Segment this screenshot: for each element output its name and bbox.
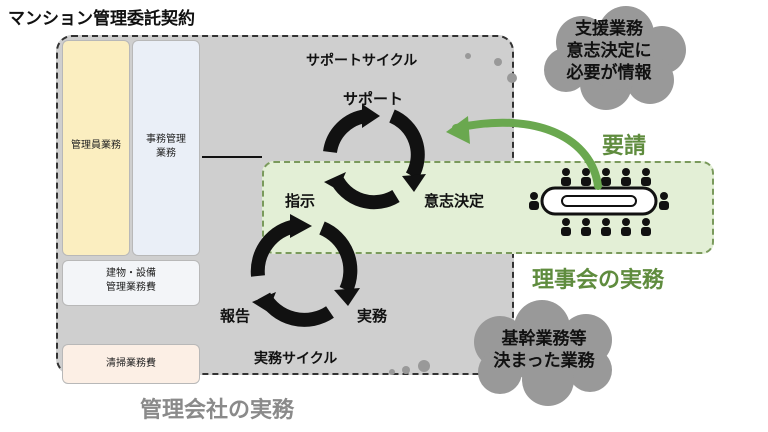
cloud-top-text: 支援業務 意志決定に 必要が情報 (542, 18, 676, 84)
request-label: 要請 (602, 134, 647, 159)
duty-admin-box: 事務管理 業務 (132, 40, 200, 256)
cycle-label-support: サポート (343, 90, 404, 108)
cloud-top-shape (465, 6, 686, 110)
duty-manager-box: 管理員業務 (62, 40, 130, 256)
cloud-bottom-line1: 基幹業務等 (501, 329, 587, 349)
duty-building-label-line1: 建物・設備 (106, 268, 156, 279)
duty-building-box: 建物・設備 管理業務費 (62, 260, 200, 306)
duty-building-label-line2: 管理業務費 (106, 281, 156, 293)
duty-admin-label-line1: 事務管理 (146, 134, 186, 145)
cycle-label-decide: 意志決定 (424, 192, 485, 210)
duty-admin-label-line2: 業務 (156, 147, 176, 159)
page-title: マンション管理委託契約 (8, 9, 195, 29)
duty-cleaning-label: 清掃業務費 (106, 358, 156, 369)
support-cycle-arrows (323, 109, 425, 210)
request-arrow-head (446, 116, 470, 144)
duty-cleaning-box: 清掃業務費 (62, 344, 200, 384)
cycle-label-instruct: 指示 (285, 192, 316, 210)
work-cycle-heads (252, 214, 360, 312)
management-region-label: 管理会社の実務 (140, 398, 295, 423)
work-cycle-label: 実務サイクル (254, 351, 338, 367)
divider-line (202, 156, 262, 158)
cloud-bottom-shape (389, 300, 612, 406)
cloud-bottom-line2: 決まった業務 (493, 351, 595, 372)
cloud-top-line2: 意志決定に (566, 41, 652, 62)
cloud-top-line3: 必要が情報 (566, 63, 652, 84)
request-arrow (452, 118, 602, 190)
duty-manager-label: 管理員業務 (71, 140, 121, 151)
board-region-label: 理事会の実務 (532, 268, 665, 293)
work-cycle-arrows (250, 219, 358, 327)
cycle-label-report: 報告 (220, 307, 251, 325)
cloud-top-line1: 支援業務 (575, 19, 643, 39)
support-cycle-heads (324, 104, 426, 192)
support-cycle-label: サポートサイクル (306, 53, 418, 69)
cloud-bottom-text: 基幹業務等 決まった業務 (470, 328, 618, 372)
board-table-icon (529, 168, 669, 236)
cycle-label-work: 実務 (357, 307, 388, 325)
